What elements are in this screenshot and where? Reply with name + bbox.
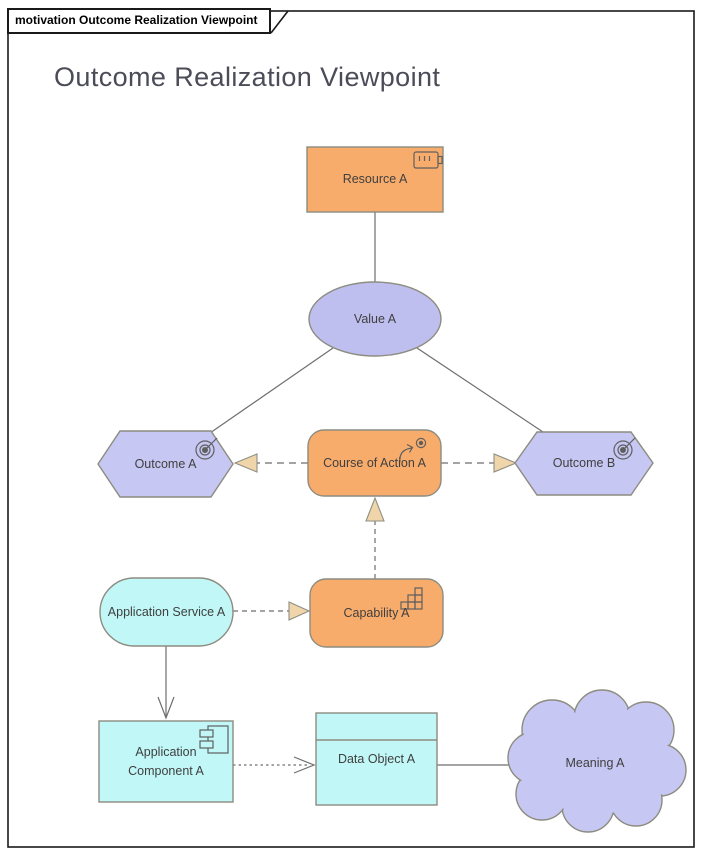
- component-icon: [199, 725, 229, 754]
- edge-course-outcome-a-influence[interactable]: [233, 453, 308, 473]
- page-title: Outcome Realization Viewpoint: [54, 62, 441, 92]
- edge-appservice-capability-realization[interactable]: [233, 601, 311, 621]
- node-data-object-a[interactable]: [315, 712, 438, 806]
- edge-value-outcome-a-association[interactable]: [209, 347, 334, 434]
- node-capability-a[interactable]: [309, 578, 444, 648]
- node-resource-a[interactable]: [306, 146, 444, 213]
- node-meaning-a[interactable]: [507, 689, 687, 833]
- node-value-a[interactable]: [308, 281, 442, 357]
- outcome-target-icon: [195, 437, 218, 460]
- course-of-action-icon: [399, 437, 427, 463]
- edge-value-outcome-b-association[interactable]: [416, 347, 544, 433]
- capability-icon: [400, 587, 423, 610]
- edge-capability-course-realization[interactable]: [365, 496, 385, 579]
- node-outcome-a[interactable]: [97, 430, 234, 498]
- node-application-service-a[interactable]: [99, 577, 234, 647]
- edge-appcomponent-dataobject-access[interactable]: [233, 756, 316, 774]
- edge-course-outcome-b-influence[interactable]: [441, 453, 518, 473]
- node-course-of-action-a[interactable]: [307, 429, 442, 497]
- diagram-frame: [7, 10, 695, 848]
- node-application-component-a[interactable]: [98, 720, 234, 803]
- node-outcome-b[interactable]: [514, 431, 654, 496]
- diagram-tab-label: motivation Outcome Realization Viewpoint: [15, 13, 258, 27]
- resource-icon: [413, 151, 443, 169]
- edge-appservice-appcomponent-serving[interactable]: [157, 646, 175, 720]
- diagram-tab: [7, 8, 289, 34]
- outcome-target-icon: [613, 437, 636, 460]
